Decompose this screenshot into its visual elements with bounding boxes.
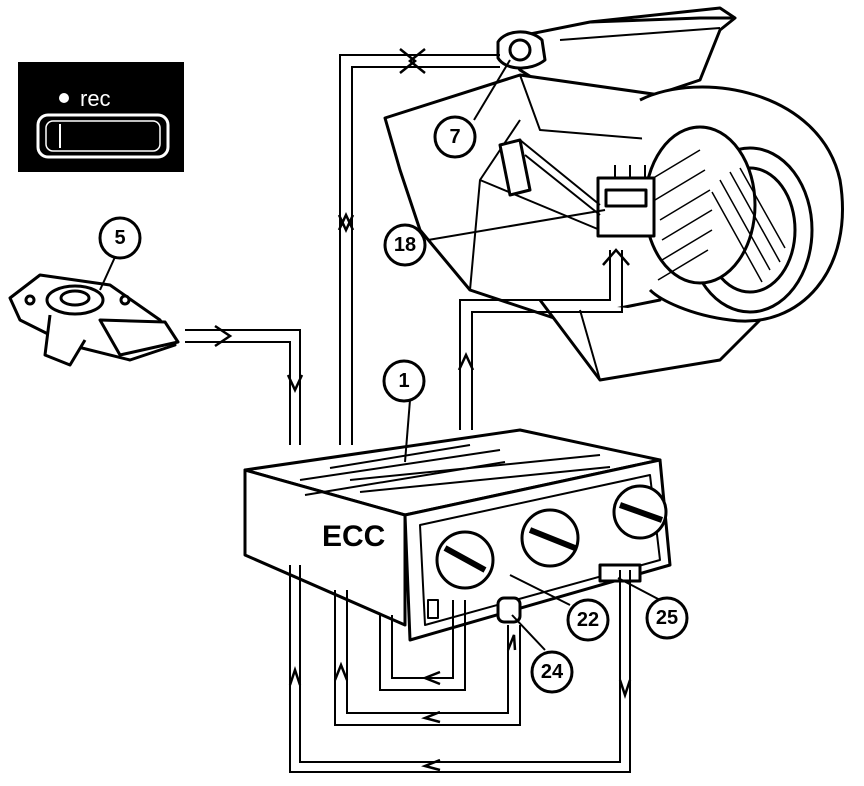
svg-text:18: 18 [394,234,416,256]
svg-text:5: 5 [114,227,125,249]
svg-text:24: 24 [541,661,564,683]
svg-text:22: 22 [577,609,599,631]
flow-arrows [214,48,632,772]
callout-22: 22 [566,598,610,642]
callout-25: 25 [645,596,689,640]
svg-text:25: 25 [656,607,678,629]
ecc-control-head [243,428,672,642]
rec-led-icon [59,93,69,103]
callout-24: 24 [530,650,574,694]
rec-label: rec [80,86,111,111]
rec-button-outline [36,113,170,159]
ecc-label: ECC [322,520,385,553]
callout-7: 7 [433,115,477,159]
blower-assembly [383,6,844,382]
callout-18: 18 [383,223,427,267]
svg-text:1: 1 [398,370,409,392]
callout-1: 1 [382,359,426,403]
sensor-component-5 [8,273,180,367]
svg-text:7: 7 [449,126,460,148]
callout-5: 5 [98,216,142,260]
leader-lines [99,59,661,651]
rec-indicator-badge: rec [18,62,184,172]
